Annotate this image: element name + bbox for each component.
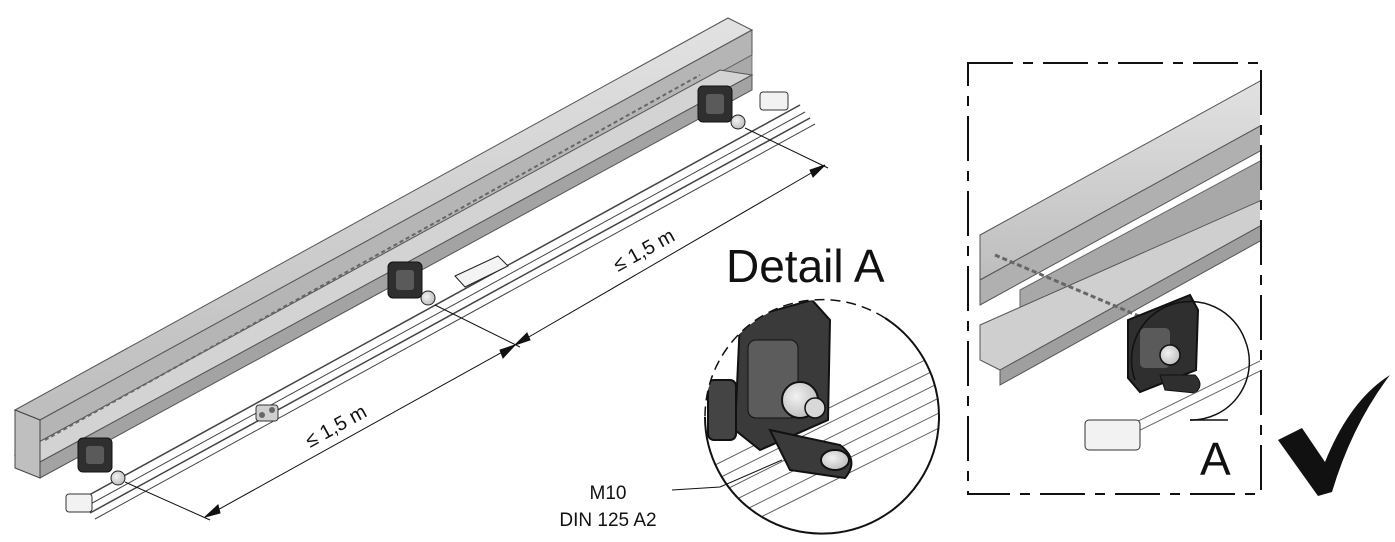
inset-marker-label: A (1200, 433, 1231, 485)
bracket-left (77, 437, 126, 486)
dimension-label-right: ≤ 1,5 m (610, 225, 679, 277)
bracket-middle (387, 261, 436, 306)
bracket-right (697, 85, 746, 130)
inset-beam (979, 80, 1260, 451)
trolley (255, 404, 279, 422)
detail-circle (704, 298, 940, 535)
junction-box (454, 255, 509, 288)
chain (44, 74, 701, 441)
dimension-lines (124, 127, 829, 521)
rail-track (79, 104, 816, 520)
inset-detail-circle (1130, 300, 1251, 421)
end-connector-right (759, 91, 789, 111)
checkmark-icon (1278, 375, 1390, 496)
bolt-label-standard: DIN 125 A2 (559, 510, 656, 531)
bolt-label-size: M10 (590, 483, 627, 504)
end-connector-left (65, 493, 93, 513)
detail-title: Detail A (726, 240, 885, 292)
bolt-leader-line (671, 459, 783, 491)
i-beam (13, 17, 754, 479)
